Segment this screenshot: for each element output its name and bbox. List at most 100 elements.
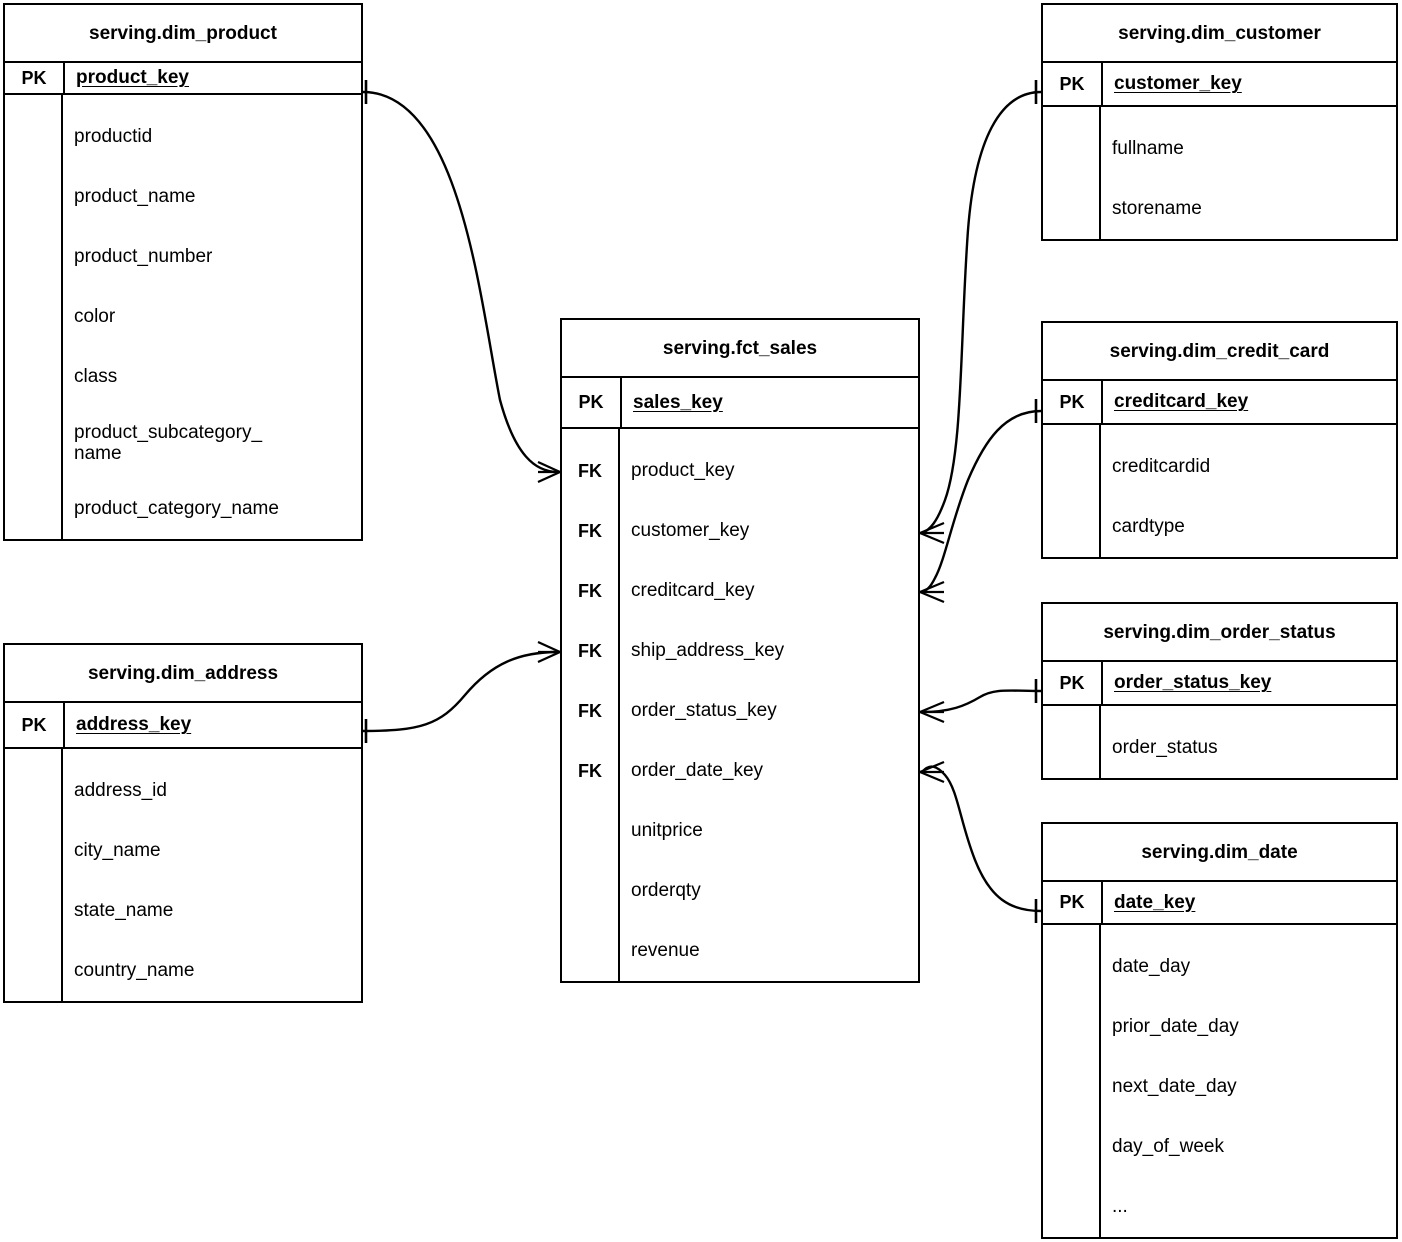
attribute-row: unitprice (631, 820, 703, 842)
relationship-line-creditcard (921, 409, 1042, 594)
cardinality-many-date (919, 760, 945, 784)
cardinality-many-creditcard (919, 580, 945, 604)
pk-row-dim-customer: PK customer_key (1043, 63, 1396, 107)
pk-field-name: product_key (65, 63, 361, 93)
key-column (1043, 107, 1101, 239)
cardinality-many-orderstatus (919, 700, 945, 724)
attribute-row: product_subcategory_ name (74, 421, 263, 464)
attribute-row: fullname (1112, 138, 1184, 160)
fk-badge (562, 801, 618, 861)
pk-row-dim-address: PK address_key (5, 703, 361, 749)
pk-badge: PK (1043, 63, 1103, 105)
pk-field-name: order_status_key (1103, 662, 1396, 704)
entity-title-dim-credit-card: serving.dim_credit_card (1043, 323, 1396, 381)
pk-field-text: address_key (76, 714, 192, 736)
fk-badge: FK (578, 760, 602, 781)
attribute-body-dim-address: address_id city_name state_name country_… (5, 749, 361, 1001)
attribute-row: order_status_key (631, 700, 777, 722)
entity-title-dim-address: serving.dim_address (5, 645, 361, 703)
spacer (1101, 706, 1396, 718)
pk-field-name: creditcard_key (1103, 381, 1396, 423)
relationship-line-product (362, 90, 559, 474)
spacer (1101, 107, 1396, 119)
attribute-row: creditcard_key (631, 580, 755, 602)
cardinality-many-address (537, 640, 561, 664)
cardinality-many-customer (919, 521, 945, 545)
attribute-body-dim-date: date_day prior_date_day next_date_day da… (1043, 925, 1396, 1237)
attribute-row: customer_key (631, 520, 750, 542)
entity-title-dim-order-status: serving.dim_order_status (1043, 604, 1396, 662)
attribute-column: date_day prior_date_day next_date_day da… (1101, 925, 1396, 1237)
entity-dim-credit-card[interactable]: serving.dim_credit_card PK creditcard_ke… (1041, 321, 1398, 559)
attribute-body-dim-customer: fullname storename (1043, 107, 1396, 239)
pk-row-dim-date: PK date_key (1043, 882, 1396, 925)
attribute-row: next_date_day (1112, 1076, 1237, 1098)
key-column (5, 95, 63, 539)
key-column (1043, 425, 1101, 557)
fk-badge: FK (578, 520, 602, 541)
fk-badge (562, 921, 618, 981)
pk-field-name: sales_key (622, 378, 918, 427)
entity-dim-date[interactable]: serving.dim_date PK date_key date_day pr… (1041, 822, 1398, 1239)
fk-badge: FK (578, 580, 602, 601)
pk-field-text: order_status_key (1114, 672, 1272, 694)
entity-dim-address[interactable]: serving.dim_address PK address_key addre… (3, 643, 363, 1003)
relationship-line-address (362, 650, 559, 733)
attribute-row: order_date_key (631, 760, 764, 782)
pk-badge: PK (1043, 381, 1103, 423)
attribute-row: city_name (74, 840, 161, 862)
key-column (1043, 706, 1101, 778)
pk-field-text: customer_key (1114, 73, 1242, 95)
relationship-line-date (921, 765, 1042, 913)
attribute-row: prior_date_day (1112, 1016, 1239, 1038)
pk-row-fct-sales: PK sales_key (562, 378, 918, 429)
fk-badge: FK (578, 460, 602, 481)
attribute-column: creditcardid cardtype (1101, 425, 1396, 557)
key-column (1043, 925, 1101, 1237)
key-column: FK FK FK FK FK FK (562, 429, 620, 981)
pk-row-dim-credit-card: PK creditcard_key (1043, 381, 1396, 425)
entity-dim-order-status[interactable]: serving.dim_order_status PK order_status… (1041, 602, 1398, 780)
attribute-row: product_name (74, 186, 196, 208)
pk-field-text: sales_key (633, 391, 723, 413)
spacer (1101, 925, 1396, 937)
attribute-row: creditcardid (1112, 456, 1211, 478)
pk-field-text: date_key (1114, 891, 1196, 913)
entity-dim-product[interactable]: serving.dim_product PK product_key produ… (3, 3, 363, 541)
relationship-line-customer (921, 90, 1042, 535)
attribute-column: address_id city_name state_name country_… (63, 749, 361, 1001)
pk-row-dim-product: PK product_key (5, 63, 361, 95)
pk-badge: PK (5, 63, 65, 93)
entity-dim-customer[interactable]: serving.dim_customer PK customer_key ful… (1041, 3, 1398, 241)
fk-badge: FK (578, 640, 602, 661)
attribute-column: product_key customer_key creditcard_key … (620, 429, 918, 981)
attribute-column: productid product_name product_number co… (63, 95, 361, 539)
spacer (63, 95, 361, 107)
cardinality-many-product (537, 460, 561, 484)
fk-badge (562, 861, 618, 921)
pk-field-name: address_key (65, 703, 361, 747)
spacer (620, 429, 918, 441)
attribute-row: class (74, 366, 118, 388)
spacer (562, 429, 618, 441)
attribute-row: product_category_name (74, 498, 279, 520)
attribute-body-dim-order-status: order_status (1043, 706, 1396, 778)
attribute-column: fullname storename (1101, 107, 1396, 239)
attribute-body-dim-credit-card: creditcardid cardtype (1043, 425, 1396, 557)
relationship-line-orderstatus (921, 689, 1042, 714)
pk-badge: PK (1043, 662, 1103, 704)
attribute-column: order_status (1101, 706, 1396, 778)
entity-title-fct-sales: serving.fct_sales (562, 320, 918, 378)
entity-title-dim-date: serving.dim_date (1043, 824, 1396, 882)
pk-field-text: product_key (76, 67, 189, 89)
attribute-row: order_status (1112, 737, 1218, 759)
entity-fct-sales[interactable]: serving.fct_sales PK sales_key FK FK FK … (560, 318, 920, 983)
attribute-row: productid (74, 126, 153, 148)
pk-badge: PK (562, 378, 622, 427)
attribute-row: cardtype (1112, 516, 1185, 538)
attribute-row: color (74, 306, 116, 328)
attribute-row: product_number (74, 246, 213, 268)
attribute-row: ship_address_key (631, 640, 785, 662)
pk-badge: PK (5, 703, 65, 747)
